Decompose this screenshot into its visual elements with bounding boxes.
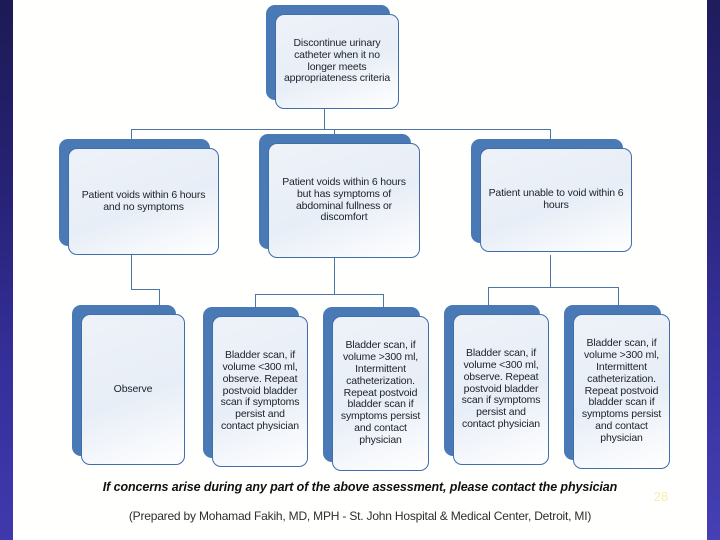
connector-a-drop-leaf1 [159, 289, 160, 305]
node-face: Patient voids within 6 hours and no symp… [68, 148, 219, 255]
connector-a-stem [131, 255, 132, 289]
node-face: Discontinue urinary catheter when it no … [275, 14, 399, 109]
node-leaf-scan-gt300-left[interactable]: Bladder scan, if volume >300 ml, Intermi… [323, 307, 429, 471]
connector-b-stem [334, 258, 335, 294]
node-face: Bladder scan, if volume >300 ml, Intermi… [573, 314, 670, 469]
connector-root-stem [324, 107, 325, 129]
connector-b-drop-leaf2 [255, 294, 256, 307]
node-label: Discontinue urinary catheter when it no … [283, 36, 391, 85]
node-face: Observe [81, 314, 185, 465]
node-face: Bladder scan, if volume <300 ml, observe… [212, 316, 308, 467]
connector-c-stem [550, 255, 551, 287]
node-label: Bladder scan, if volume <300 ml, observe… [220, 348, 300, 433]
connector-c-bus [488, 287, 618, 288]
node-leaf-scan-lt300-left[interactable]: Bladder scan, if volume <300 ml, observe… [203, 307, 308, 467]
node-leaf-scan-lt300-right[interactable]: Bladder scan, if volume <300 ml, observe… [444, 305, 549, 465]
connector-drop-branch-a [131, 129, 132, 145]
node-leaf-observe[interactable]: Observe [72, 305, 185, 465]
connector-a-bus [131, 289, 159, 290]
connector-b-drop-leaf3 [383, 294, 384, 307]
node-leaf-scan-gt300-right[interactable]: Bladder scan, if volume >300 ml, Intermi… [564, 305, 670, 469]
page-number: 28 [653, 489, 669, 504]
node-face: Patient voids within 6 hours but has sym… [268, 143, 420, 258]
node-label: Bladder scan, if volume >300 ml, Intermi… [340, 338, 421, 447]
node-label: Patient voids within 6 hours but has sym… [282, 175, 406, 224]
node-branch-c[interactable]: Patient unable to void within 6 hours [471, 139, 632, 252]
node-root[interactable]: Discontinue urinary catheter when it no … [266, 5, 399, 109]
node-label: Observe [113, 382, 153, 395]
node-face: Bladder scan, if volume >300 ml, Intermi… [332, 316, 429, 471]
connector-b-bus [255, 294, 384, 295]
node-label: Patient voids within 6 hours and no symp… [81, 188, 206, 213]
left-decorative-bar [0, 0, 13, 540]
node-label: Bladder scan, if volume <300 ml, observe… [461, 346, 541, 431]
right-decorative-bar [707, 0, 720, 540]
node-face: Patient unable to void within 6 hours [480, 148, 632, 252]
connector-drop-branch-c [550, 129, 551, 145]
node-label: Patient unable to void within 6 hours [488, 187, 624, 211]
node-branch-b[interactable]: Patient voids within 6 hours but has sym… [259, 134, 420, 258]
flowchart: Discontinue urinary catheter when it no … [13, 0, 707, 540]
footer-advisory-note: If concerns arise during any part of the… [102, 480, 618, 494]
slide-canvas: Discontinue urinary catheter when it no … [13, 0, 707, 540]
node-face: Bladder scan, if volume <300 ml, observe… [453, 314, 549, 465]
connector-c-drop-leaf4 [488, 287, 489, 305]
node-label: Bladder scan, if volume >300 ml, Intermi… [581, 336, 662, 445]
node-branch-a[interactable]: Patient voids within 6 hours and no symp… [59, 139, 219, 255]
connector-level2-bus [131, 129, 550, 130]
connector-c-drop-leaf5 [618, 287, 619, 305]
footer-credit: (Prepared by Mohamad Fakih, MD, MPH - St… [128, 509, 592, 523]
